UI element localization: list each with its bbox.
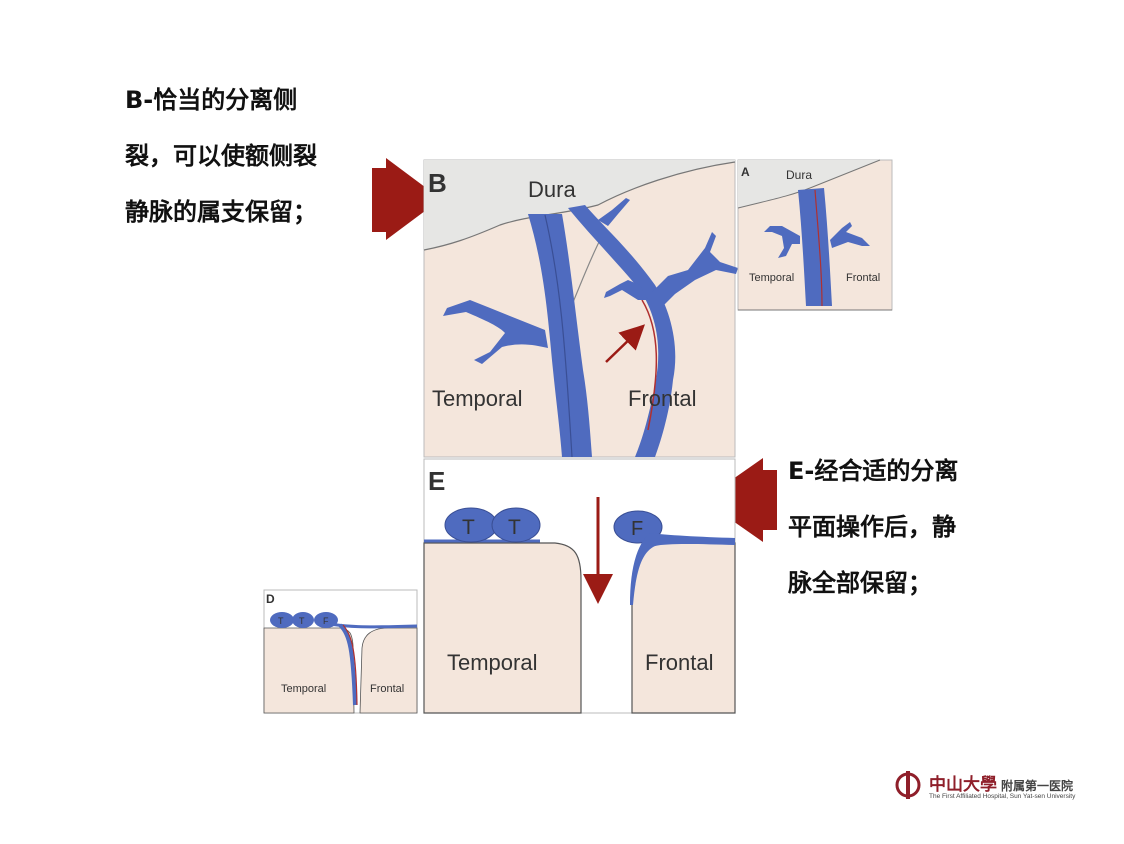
panel-e-letter: E	[428, 466, 445, 496]
panel-d-marker-f-label: F	[323, 616, 329, 626]
panel-d-marker-t1-label: T	[278, 616, 284, 626]
panel-a-dura-label: Dura	[786, 168, 812, 182]
frontal-branch-top	[598, 198, 630, 226]
logo-dept-cn: 附属第一医院	[1001, 779, 1074, 793]
frontal-branch-upper	[652, 232, 738, 305]
caption-e: E-经合适的分离 平面操作后，静 脉全部保留；	[788, 443, 958, 611]
panel-e-marker-t1-label: T	[462, 516, 475, 539]
panel-d-frontal-label: Frontal	[370, 683, 404, 695]
panel-d-letter: D	[266, 592, 275, 606]
panel-b: B Dura Temporal Frontal	[423, 159, 738, 458]
panel-a-frontal-label: Frontal	[846, 272, 880, 284]
panel-b-frontal-label: Frontal	[628, 386, 696, 411]
panel-b-letter: B	[428, 168, 447, 198]
panel-b-dura-label: Dura	[528, 177, 576, 202]
panel-d-marker-t1	[270, 612, 294, 628]
pointer-arrow-b	[372, 158, 441, 240]
hospital-emblem-icon	[895, 771, 921, 799]
pointer-arrow-e	[703, 458, 777, 542]
caption-b-line-2: 裂，可以使额侧裂	[125, 142, 317, 170]
panel-d-temporal-label: Temporal	[281, 683, 326, 695]
panel-e-frontal-lobe	[631, 542, 736, 714]
panel-b-temporal-label: Temporal	[432, 386, 522, 411]
caption-e-line-2: 平面操作后，静	[788, 513, 956, 541]
logo-text-cn: 中山大學附属第一医院	[929, 770, 1073, 795]
panel-d-marker-t2-label: T	[299, 616, 305, 626]
panel-a-temporal-label: Temporal	[749, 272, 794, 284]
frontal-vein	[568, 205, 676, 457]
panel-a-temporal-branch	[764, 226, 800, 258]
dura-layer	[424, 160, 735, 250]
panel-d-marker-t2	[292, 612, 314, 628]
panel-a-vein	[798, 188, 832, 306]
sylvian-vein	[528, 214, 592, 457]
panel-a-letter: A	[741, 165, 750, 179]
panel-e-marker-t2-label: T	[508, 516, 521, 539]
panel-e-temporal-label: Temporal	[447, 650, 537, 675]
caption-b: B-恰当的分离侧 裂，可以使额侧裂 静脉的属支保留；	[125, 72, 317, 240]
caption-e-line-1: E-经合适的分离	[788, 457, 959, 485]
caption-b-line-3: 静脉的属支保留；	[125, 198, 317, 226]
red-arrow-b	[605, 324, 645, 363]
caption-b-line-1: B-恰当的分离侧	[125, 86, 298, 114]
panel-d: D T T F Temporal Frontal	[263, 589, 418, 714]
panel-a: A Dura Temporal Frontal	[737, 159, 893, 311]
logo-name-en: The First Affiliated Hospital, Sun Yat-s…	[929, 793, 1076, 800]
hospital-logo: 中山大學附属第一医院 The First Affiliated Hospital…	[893, 768, 1093, 808]
logo-name-cn: 中山大學	[929, 775, 997, 795]
panel-e-temporal-lobe	[423, 542, 582, 714]
frontal-branch-lower	[604, 280, 648, 300]
caption-e-line-3: 脉全部保留；	[788, 569, 932, 597]
temporal-branch	[443, 300, 548, 364]
panel-e-frontal-vein	[630, 533, 735, 605]
panel-e-marker-f-label: F	[631, 518, 643, 540]
panel-e-frontal-label: Frontal	[645, 650, 713, 675]
panel-a-frontal-branch	[830, 222, 870, 248]
panel-e: E T T F Temporal Frontal	[423, 458, 736, 714]
panel-e-marker-t2	[491, 507, 541, 543]
